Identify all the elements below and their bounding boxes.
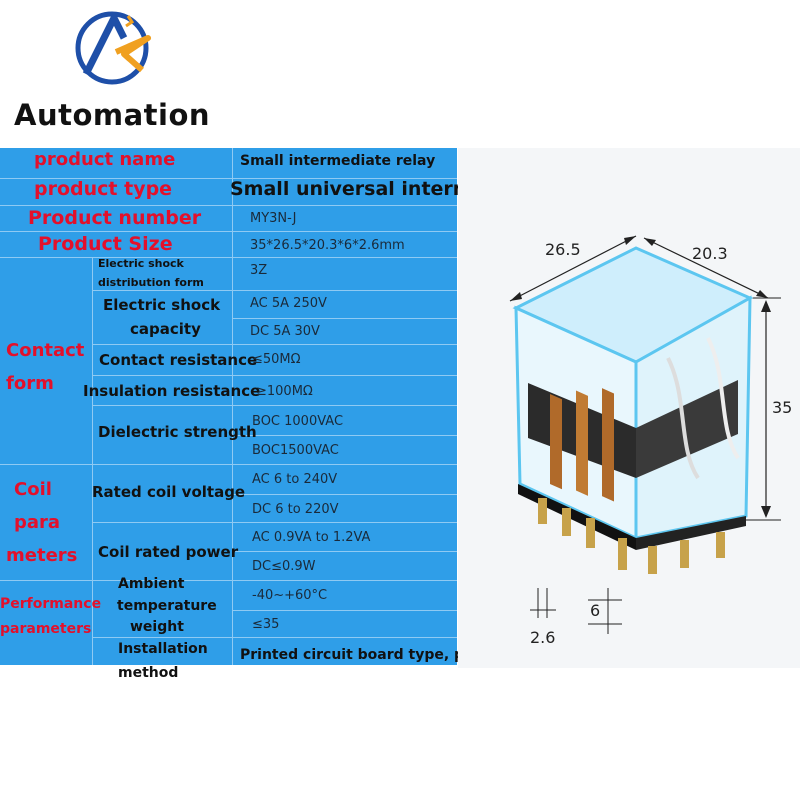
label-ambient-2: temperature	[117, 598, 217, 614]
brand-logo	[75, 11, 151, 85]
value-contact-resistance: ≤50MΩ	[252, 352, 301, 367]
label-installation-2: method	[118, 665, 179, 681]
value-dielectric-2: BOC1500VAC	[252, 443, 339, 458]
dim-pin-gap: 6	[590, 601, 601, 620]
label-product-size: Product Size	[38, 233, 173, 255]
label-insulation: Insulation resistance	[83, 382, 261, 400]
group-contact-label: Contact	[6, 340, 85, 361]
group-performance-label-2: parameters	[0, 621, 92, 637]
value-distribution: 3Z	[250, 263, 268, 278]
value-ambient: -40~+60°C	[252, 588, 328, 603]
spec-table	[0, 148, 457, 665]
label-ambient: Ambient	[118, 576, 185, 592]
value-capacity-dc: DC 5A 30V	[250, 324, 320, 339]
label-product-name: product name	[34, 149, 176, 170]
label-capacity: Electric shock	[103, 296, 221, 314]
label-coil-power: Coil rated power	[98, 543, 239, 561]
label-distribution: Electric shock	[98, 257, 184, 270]
label-coil-voltage: Rated coil voltage	[92, 483, 246, 501]
value-coil-voltage-dc: DC 6 to 220V	[252, 502, 339, 517]
value-product-number: MY3N-J	[250, 211, 297, 226]
group-coil-label-3: meters	[6, 545, 78, 566]
value-dielectric-1: BOC 1000VAC	[252, 414, 344, 429]
relay-illustration	[509, 235, 781, 634]
label-weight: weight	[130, 619, 184, 635]
value-product-name: Small intermediate relay	[240, 153, 436, 169]
dim-height: 35	[772, 398, 793, 417]
value-capacity-ac: AC 5A 250V	[250, 296, 327, 311]
label-product-type: product type	[34, 178, 173, 200]
group-contact-label-2: form	[6, 373, 54, 394]
dim-depth: 20.3	[692, 244, 728, 263]
brand-name: Automation	[14, 98, 211, 132]
dim-pin-width: 2.6	[530, 628, 556, 647]
group-performance-label: Performance	[0, 596, 102, 612]
group-coil-label: Coil	[14, 479, 52, 500]
value-weight: ≤35	[252, 617, 280, 632]
value-coil-power-dc: DC≤0.9W	[252, 559, 316, 574]
dim-width: 26.5	[545, 240, 581, 259]
value-coil-voltage-ac: AC 6 to 240V	[252, 472, 338, 487]
label-distribution-2: distribution form	[98, 276, 204, 289]
label-dielectric: Dielectric strength	[98, 423, 257, 441]
label-contact-resistance: Contact resistance	[99, 351, 258, 369]
label-capacity-2: capacity	[130, 320, 201, 338]
label-installation: Installation	[118, 641, 208, 657]
value-insulation: ≥100MΩ	[256, 384, 313, 399]
value-coil-power-ac: AC 0.9VA to 1.2VA	[252, 530, 371, 545]
value-product-size: 35*26.5*20.3*6*2.6mm	[250, 238, 405, 253]
label-product-number: Product number	[28, 207, 202, 229]
group-coil-label-2: para	[14, 512, 61, 533]
